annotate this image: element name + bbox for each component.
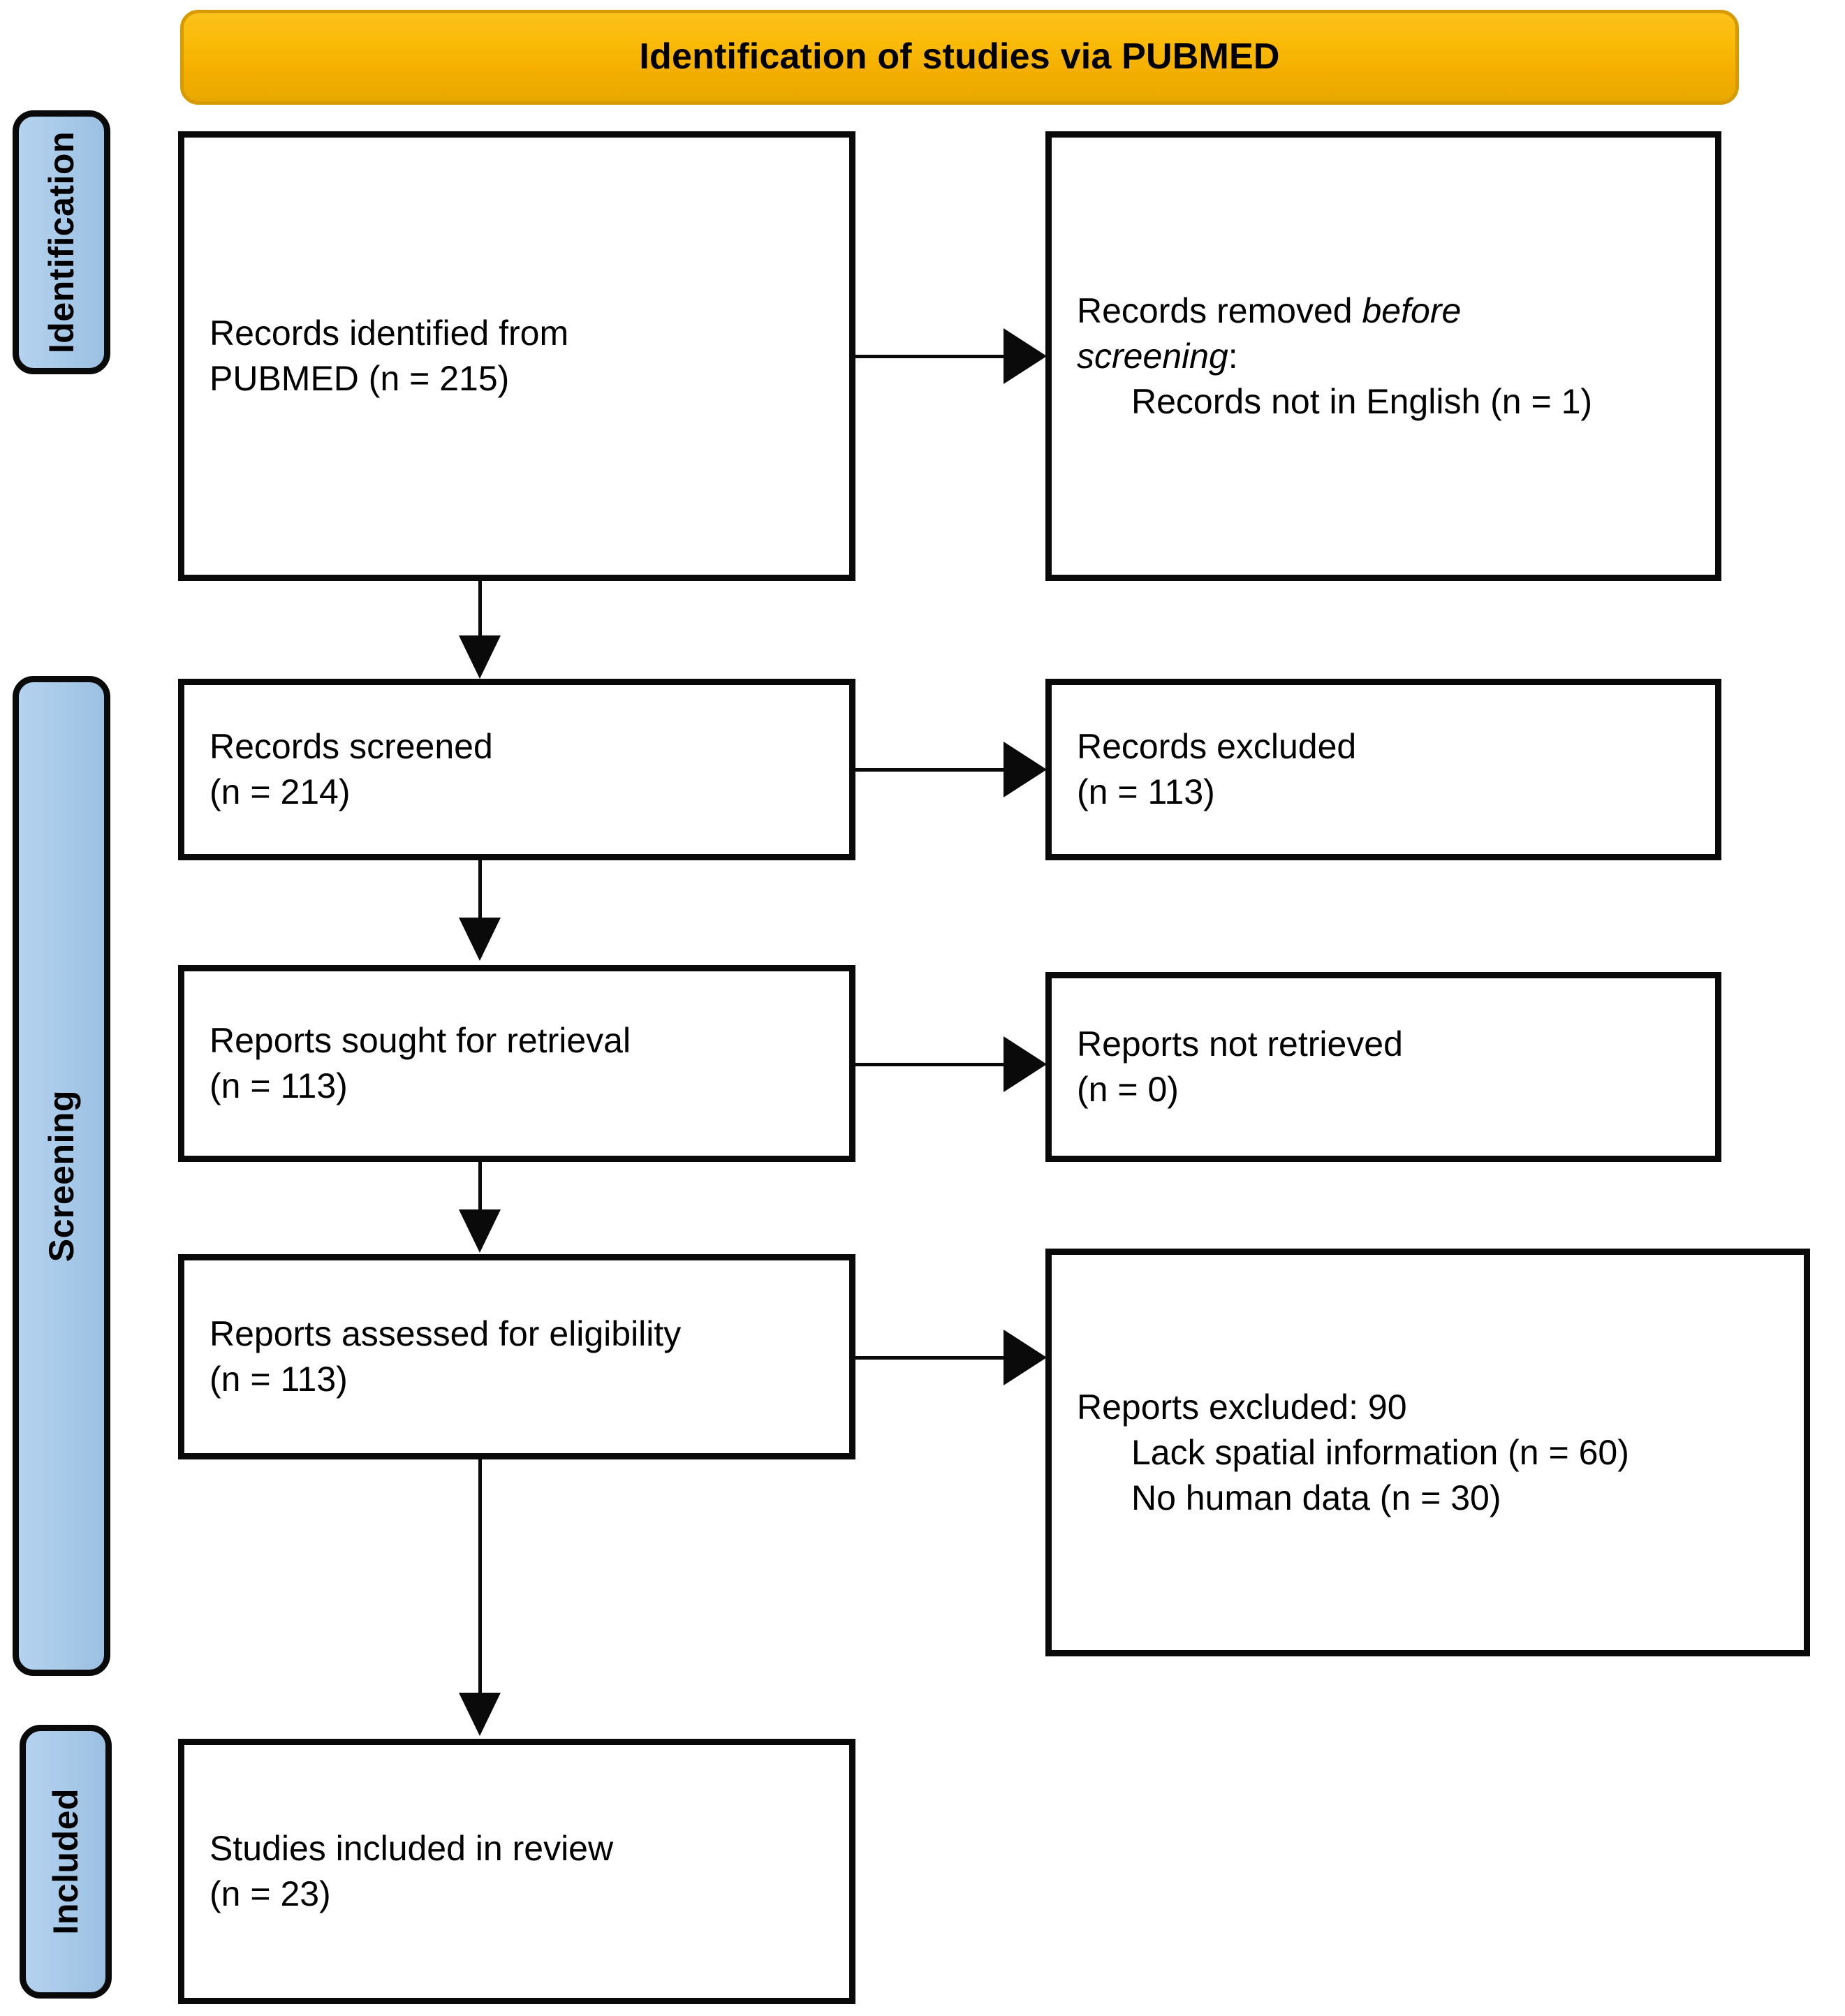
node-records-screened-text: Records screened (n = 214)	[184, 724, 849, 815]
node-reports-assessed-for-eligibility: Reports assessed for eligibility (n = 11…	[178, 1254, 855, 1459]
stage-rail-screening-label: Screening	[42, 1089, 81, 1263]
connector-assessed-to-reports-excluded-arrow	[1004, 1330, 1047, 1385]
node-records-excluded-text: Records excluded (n = 113)	[1052, 724, 1715, 815]
node-reports-excluded: Reports excluded: 90 Lack spatial inform…	[1045, 1249, 1810, 1656]
node-records-excluded: Records excluded (n = 113)	[1045, 679, 1721, 860]
node-reports-excluded-line1: Reports excluded: 90	[1077, 1387, 1407, 1427]
node-studies-included-line1: Studies included in review	[210, 1829, 614, 1868]
node-records-identified: Records identified from PUBMED (n = 215)	[178, 131, 855, 581]
connector-identified-to-removed-line	[855, 355, 1009, 358]
node-records-removed-text: Records removed before screening: Record…	[1052, 288, 1715, 425]
node-reports-sought-line2: (n = 113)	[210, 1066, 348, 1105]
connector-screened-to-sought-line	[478, 860, 482, 922]
node-records-removed-lead: Records removed	[1077, 290, 1362, 330]
node-reports-sought-line1: Reports sought for retrieval	[210, 1021, 631, 1060]
node-studies-included-line2: (n = 23)	[210, 1874, 331, 1913]
node-records-screened-line2: (n = 214)	[210, 772, 351, 811]
stage-rail-identification-label: Identification	[42, 131, 81, 354]
identification-source-banner: Identification of studies via PUBMED	[180, 10, 1739, 105]
stage-rail-included: Included	[20, 1725, 112, 1999]
node-reports-excluded-text: Reports excluded: 90 Lack spatial inform…	[1052, 1385, 1804, 1521]
connector-screened-to-excluded-line	[855, 768, 1009, 772]
banner-title: Identification of studies via PUBMED	[639, 36, 1280, 78]
connector-sought-to-not-retrieved-arrow	[1004, 1036, 1047, 1092]
node-reports-not-retrieved-line1: Reports not retrieved	[1077, 1024, 1403, 1064]
node-records-removed-before-screening: Records removed before screening: Record…	[1045, 131, 1721, 581]
node-records-removed-italic-screening: screening	[1077, 336, 1228, 376]
node-reports-assessed-text: Reports assessed for eligibility (n = 11…	[184, 1311, 849, 1402]
node-reports-excluded-reason-1: Lack spatial information (n = 60)	[1131, 1432, 1629, 1472]
node-reports-sought-text: Reports sought for retrieval (n = 113)	[184, 1018, 849, 1109]
connector-sought-to-assessed-line	[478, 1162, 482, 1214]
connector-assessed-to-reports-excluded-line	[855, 1356, 1009, 1360]
stage-rail-included-label: Included	[46, 1788, 85, 1935]
node-studies-included-text: Studies included in review (n = 23)	[184, 1826, 849, 1917]
node-records-excluded-line2: (n = 113)	[1077, 772, 1215, 811]
connector-identified-to-screened-line	[478, 581, 482, 640]
node-reports-assessed-line2: (n = 113)	[210, 1360, 348, 1399]
node-reports-excluded-reason-2: No human data (n = 30)	[1131, 1478, 1501, 1517]
connector-sought-to-not-retrieved-line	[855, 1063, 1009, 1066]
connector-screened-to-sought-arrow	[459, 918, 501, 961]
connector-screened-to-excluded-arrow	[1004, 742, 1047, 797]
node-reports-sought-for-retrieval: Reports sought for retrieval (n = 113)	[178, 965, 855, 1162]
connector-assessed-to-included-line	[478, 1459, 482, 1697]
node-reports-assessed-line1: Reports assessed for eligibility	[210, 1314, 682, 1353]
stage-rail-identification: Identification	[13, 110, 110, 374]
node-records-excluded-line1: Records excluded	[1077, 727, 1357, 766]
node-reports-not-retrieved-text: Reports not retrieved (n = 0)	[1052, 1022, 1715, 1112]
node-records-identified-line2: PUBMED (n = 215)	[210, 359, 510, 398]
connector-assessed-to-included-arrow	[459, 1693, 501, 1736]
stage-rail-screening: Screening	[13, 676, 110, 1676]
node-records-removed-italic-before: before	[1362, 290, 1462, 330]
node-studies-included-in-review: Studies included in review (n = 23)	[178, 1739, 855, 2004]
connector-sought-to-assessed-arrow	[459, 1209, 501, 1253]
node-records-removed-detail: Records not in English (n = 1)	[1131, 381, 1593, 421]
node-records-screened-line1: Records screened	[210, 727, 493, 766]
node-records-identified-text: Records identified from PUBMED (n = 215)	[184, 311, 849, 402]
connector-identified-to-screened-arrow	[459, 635, 501, 679]
node-records-removed-colon: :	[1228, 336, 1238, 376]
node-reports-not-retrieved: Reports not retrieved (n = 0)	[1045, 972, 1721, 1162]
node-records-screened: Records screened (n = 214)	[178, 679, 855, 860]
connector-identified-to-removed-arrow	[1004, 328, 1047, 384]
node-records-identified-line1: Records identified from	[210, 314, 569, 353]
node-reports-not-retrieved-line2: (n = 0)	[1077, 1070, 1179, 1109]
